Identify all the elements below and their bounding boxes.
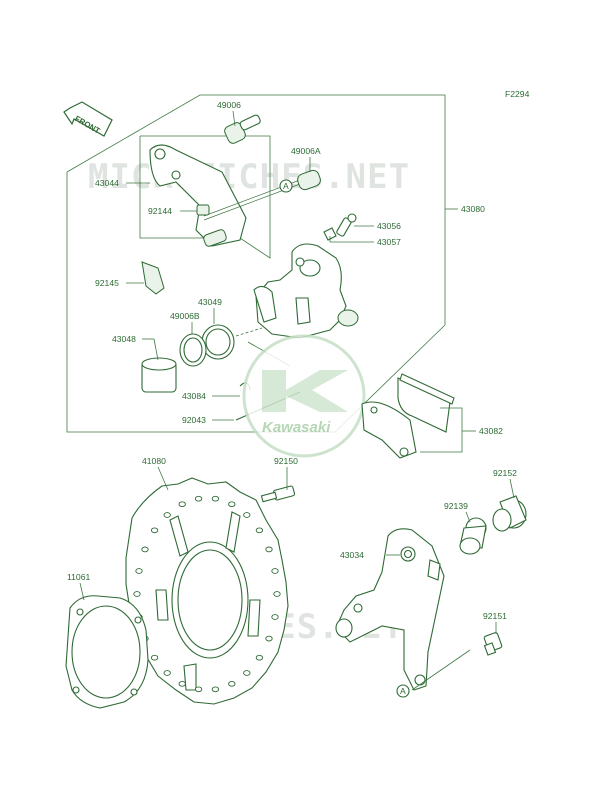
front-arrow-icon: FRONT (63, 101, 113, 137)
callout-43044: 43044 (95, 178, 119, 188)
callout-49006: 49006 (217, 100, 241, 110)
disc-hole (271, 568, 279, 574)
kawasaki-logo: Kawasaki (242, 334, 366, 458)
disc-hole (163, 670, 171, 676)
disc-hole (273, 591, 281, 597)
leader-41080 (157, 466, 169, 491)
ref-marker-a-bottom-label: A (400, 686, 406, 696)
caliper-assembly-frame (66, 94, 446, 433)
disc-hole (243, 512, 251, 518)
callout-43056: 43056 (377, 221, 401, 231)
brand-logo-text: Kawasaki (262, 419, 331, 436)
disc-hole (265, 546, 273, 553)
callout-92043: 92043 (182, 415, 206, 425)
callout-43034: 43034 (340, 550, 364, 560)
leader-92139 (465, 511, 471, 523)
leader-49006 (232, 110, 236, 127)
bolt-92151 (483, 632, 503, 656)
watermark-top: MICROFICHES.NET (88, 157, 410, 197)
brake-pads-43082 (361, 373, 455, 459)
collar-92139 (459, 517, 487, 555)
brake-disc-41080 (125, 477, 289, 705)
callout-92139: 92139 (444, 501, 468, 511)
disc-hole (255, 527, 264, 534)
bleed-valve-43056 (336, 213, 357, 237)
callout-41080: 41080 (142, 456, 166, 466)
disc-hole (243, 670, 251, 676)
callout-labels: 49006 49006A 43044 92144 43056 43057 430… (67, 100, 517, 621)
callout-92144: 92144 (148, 206, 172, 216)
callout-92150: 92150 (274, 456, 298, 466)
clip-92145 (141, 261, 165, 295)
callout-43082: 43082 (479, 426, 503, 436)
caliper-bracket-43044 (149, 144, 247, 247)
ref-marker-a-bottom (396, 684, 410, 698)
disc-hole (255, 654, 264, 661)
disc-hole (194, 495, 203, 502)
leader-92152 (509, 478, 515, 499)
callout-92151: 92151 (483, 611, 507, 621)
callout-43049: 43049 (198, 297, 222, 307)
callout-11061: 11061 (67, 572, 90, 582)
ref-marker-a-top (279, 179, 293, 193)
caliper-body (253, 243, 359, 339)
callout-92152: 92152 (493, 468, 517, 478)
callout-49006a: 49006A (291, 146, 321, 156)
disc-hole (271, 614, 279, 620)
disc-hole (265, 635, 273, 642)
callout-49006b: 49006B (170, 311, 200, 321)
disc-hole (178, 501, 186, 508)
caliper-bracket-43034 (335, 528, 445, 691)
disc-hole (228, 680, 236, 687)
boot-49006a (297, 169, 321, 191)
callout-43080: 43080 (461, 204, 485, 214)
callout-92145: 92145 (95, 278, 119, 288)
disc-hole (141, 546, 149, 553)
disc-hole (163, 512, 171, 518)
disc-hole (178, 680, 186, 687)
bolt-92150 (260, 485, 296, 503)
pin-49006 (224, 114, 261, 144)
cap-43057 (323, 227, 337, 241)
disc-hole (150, 527, 159, 534)
ref-marker-a-top-label: A (283, 181, 289, 191)
disc-hole (211, 495, 220, 502)
figure-code: F2294 (505, 89, 530, 99)
bracket-subframe (139, 135, 271, 259)
disc-hole (228, 501, 236, 508)
piston-43048 (141, 357, 177, 393)
callout-43084: 43084 (182, 391, 206, 401)
clip-92144 (196, 204, 210, 216)
leader-43082-bracket (420, 407, 463, 453)
gasket-11061 (65, 595, 149, 709)
disc-hole (211, 686, 220, 693)
disc-hole (150, 654, 159, 661)
callout-43048: 43048 (112, 334, 136, 344)
disc-hole (135, 568, 143, 574)
leader-11061 (79, 582, 85, 601)
collar-92152 (492, 495, 527, 532)
callout-43057: 43057 (377, 237, 401, 247)
disc-hole (133, 591, 141, 597)
disc-hole (194, 686, 203, 693)
